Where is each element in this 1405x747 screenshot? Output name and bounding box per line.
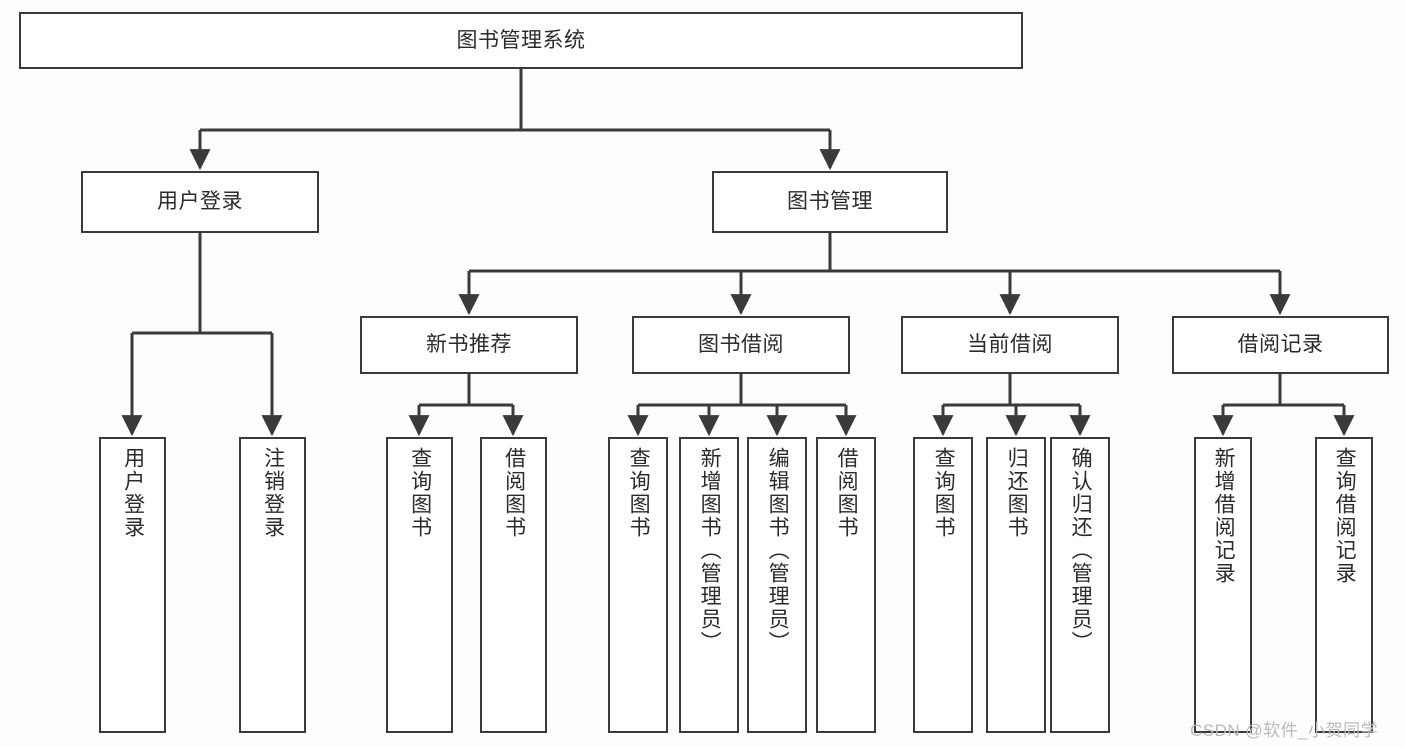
node-leaf-query-book-1[interactable]: 查询图书: [386, 437, 453, 733]
node-leaf-query-record-label: 查询借阅记录: [1333, 447, 1357, 585]
node-book-manage-label: 图书管理: [787, 190, 873, 214]
node-leaf-return-book-label: 归还图书: [1005, 447, 1029, 539]
node-leaf-borrow-book-2[interactable]: 借阅图书: [816, 437, 876, 733]
node-leaf-borrow-book-1-label: 借阅图书: [502, 447, 526, 539]
node-book-borrow[interactable]: 图书借阅: [632, 316, 850, 374]
node-leaf-add-book[interactable]: 新增图书（管理员）: [679, 437, 739, 733]
node-leaf-user-logout-label: 注销登录: [261, 447, 285, 539]
node-leaf-query-book-2-label: 查询图书: [627, 447, 651, 539]
csdn-watermark: CSDN @软件_小贺同学: [1190, 721, 1379, 740]
node-user-login[interactable]: 用户登录: [81, 171, 319, 233]
node-new-book-recommend[interactable]: 新书推荐: [360, 316, 578, 374]
node-root[interactable]: 图书管理系统: [19, 12, 1023, 69]
node-leaf-query-book-3[interactable]: 查询图书: [913, 437, 973, 733]
node-leaf-add-record-label: 新增借阅记录: [1212, 447, 1236, 585]
node-leaf-query-record[interactable]: 查询借阅记录: [1315, 437, 1373, 733]
node-current-borrow-label: 当前借阅: [967, 333, 1053, 357]
node-root-label: 图书管理系统: [456, 28, 586, 52]
node-leaf-user-login-label: 用户登录: [121, 447, 145, 539]
node-leaf-user-login[interactable]: 用户登录: [99, 437, 166, 733]
node-leaf-query-book-1-label: 查询图书: [408, 447, 432, 539]
node-current-borrow[interactable]: 当前借阅: [901, 316, 1119, 374]
node-user-login-label: 用户登录: [157, 190, 243, 214]
node-new-book-recommend-label: 新书推荐: [426, 333, 512, 357]
node-book-borrow-label: 图书借阅: [698, 333, 784, 357]
node-leaf-query-book-2[interactable]: 查询图书: [608, 437, 668, 733]
node-leaf-borrow-book-1[interactable]: 借阅图书: [480, 437, 547, 733]
node-book-manage[interactable]: 图书管理: [712, 171, 948, 233]
node-leaf-borrow-book-2-label: 借阅图书: [835, 447, 859, 539]
node-borrow-record[interactable]: 借阅记录: [1172, 316, 1389, 374]
node-leaf-edit-book[interactable]: 编辑图书（管理员）: [747, 437, 807, 733]
node-leaf-confirm-return[interactable]: 确认归还（管理员）: [1050, 437, 1110, 733]
node-leaf-user-logout[interactable]: 注销登录: [239, 437, 306, 733]
node-leaf-add-book-label: 新增图书（管理员）: [698, 447, 722, 654]
node-borrow-record-label: 借阅记录: [1237, 333, 1324, 357]
node-leaf-return-book[interactable]: 归还图书: [986, 437, 1046, 733]
node-leaf-add-record[interactable]: 新增借阅记录: [1194, 437, 1252, 733]
node-leaf-confirm-return-label: 确认归还（管理员）: [1069, 447, 1093, 654]
node-leaf-query-book-3-label: 查询图书: [932, 447, 956, 539]
node-leaf-edit-book-label: 编辑图书（管理员）: [766, 447, 790, 654]
